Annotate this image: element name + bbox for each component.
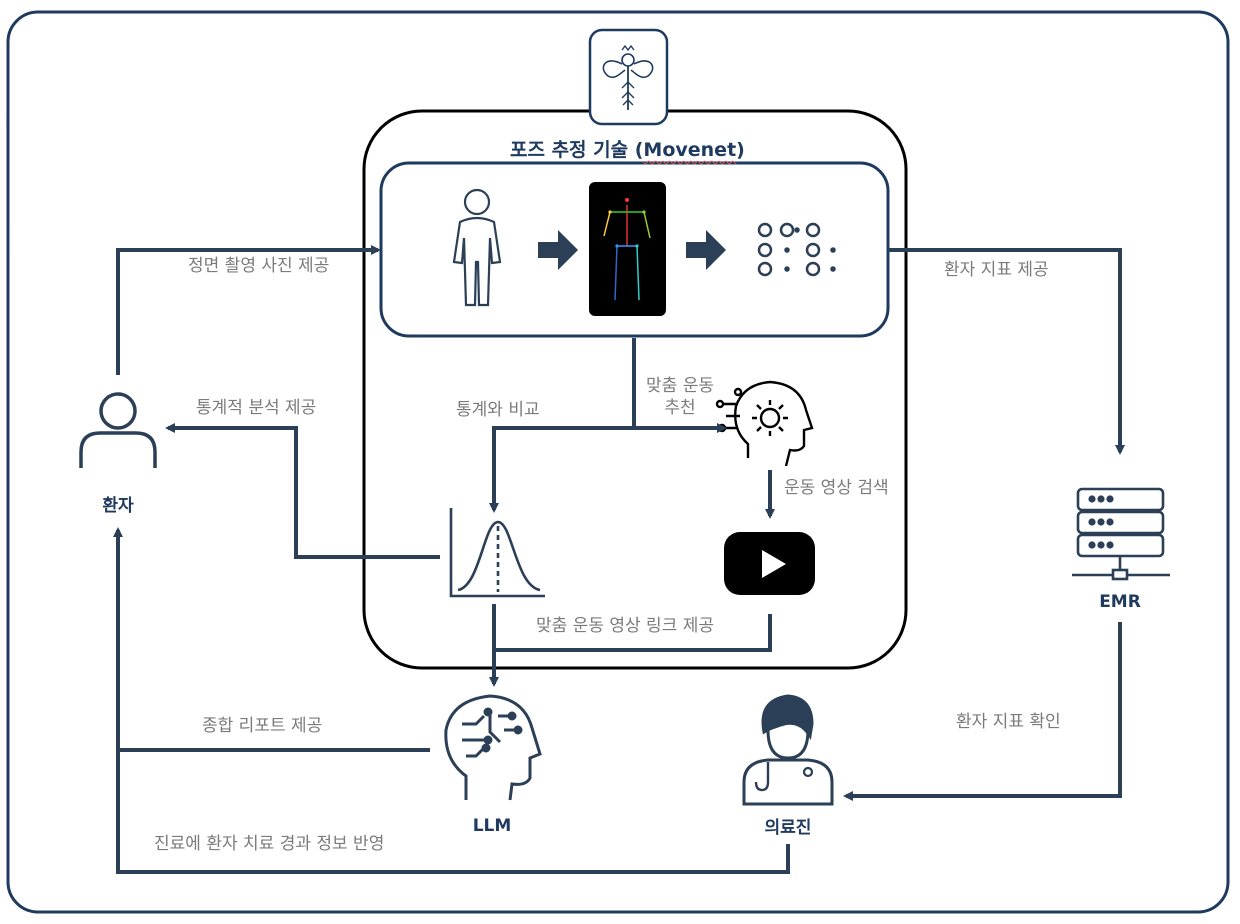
diagram-title: 포즈 추정 기술 (Movenet) (510, 135, 745, 162)
treatment-info-label: 진료에 환자 치료 경과 정보 반영 (154, 834, 385, 854)
doctor-label: 의료진 (764, 818, 812, 838)
skeleton-pose-icon (589, 182, 666, 316)
title-prefix: 포즈 추정 기술 ( (510, 139, 644, 161)
front-photo-label: 정면 촬영 사진 제공 (188, 256, 330, 276)
arrow-icon (686, 230, 726, 270)
custom-exercise-label-1: 맞춤 운동 (646, 376, 714, 396)
llm-brain-icon (444, 694, 542, 801)
patient-metric-label: 환자 지표 제공 (944, 260, 1049, 280)
video-link-label: 맞춤 운동 영상 링크 제공 (536, 616, 715, 636)
connectors (113, 245, 1125, 874)
keypoints-icon (757, 222, 836, 277)
title-highlight: Movenet (643, 139, 737, 161)
report-label: 종합 리포트 제공 (202, 716, 323, 736)
user-icon (79, 392, 157, 468)
metric-check-label: 환자 지표 확인 (956, 712, 1061, 732)
patient-label: 환자 (102, 496, 134, 516)
custom-exercise-label-2: 추천 (664, 398, 696, 418)
emr-label: EMR (1099, 592, 1141, 612)
arrow-icon (538, 230, 578, 270)
stats-provide-label: 통계적 분석 제공 (196, 398, 317, 418)
person-outline-icon (452, 188, 502, 307)
stats-compare-label: 통계와 비교 (456, 400, 540, 420)
server-icon (1072, 487, 1170, 581)
bell-curve-icon (449, 508, 545, 598)
youtube-icon (724, 532, 815, 595)
title-suffix: ) (736, 139, 745, 161)
llm-label: LLM (472, 816, 512, 836)
video-search-label: 운동 영상 검색 (784, 478, 889, 498)
logo-icon (588, 28, 669, 126)
outer-frame (6, 10, 1230, 914)
doctor-icon (742, 694, 834, 806)
